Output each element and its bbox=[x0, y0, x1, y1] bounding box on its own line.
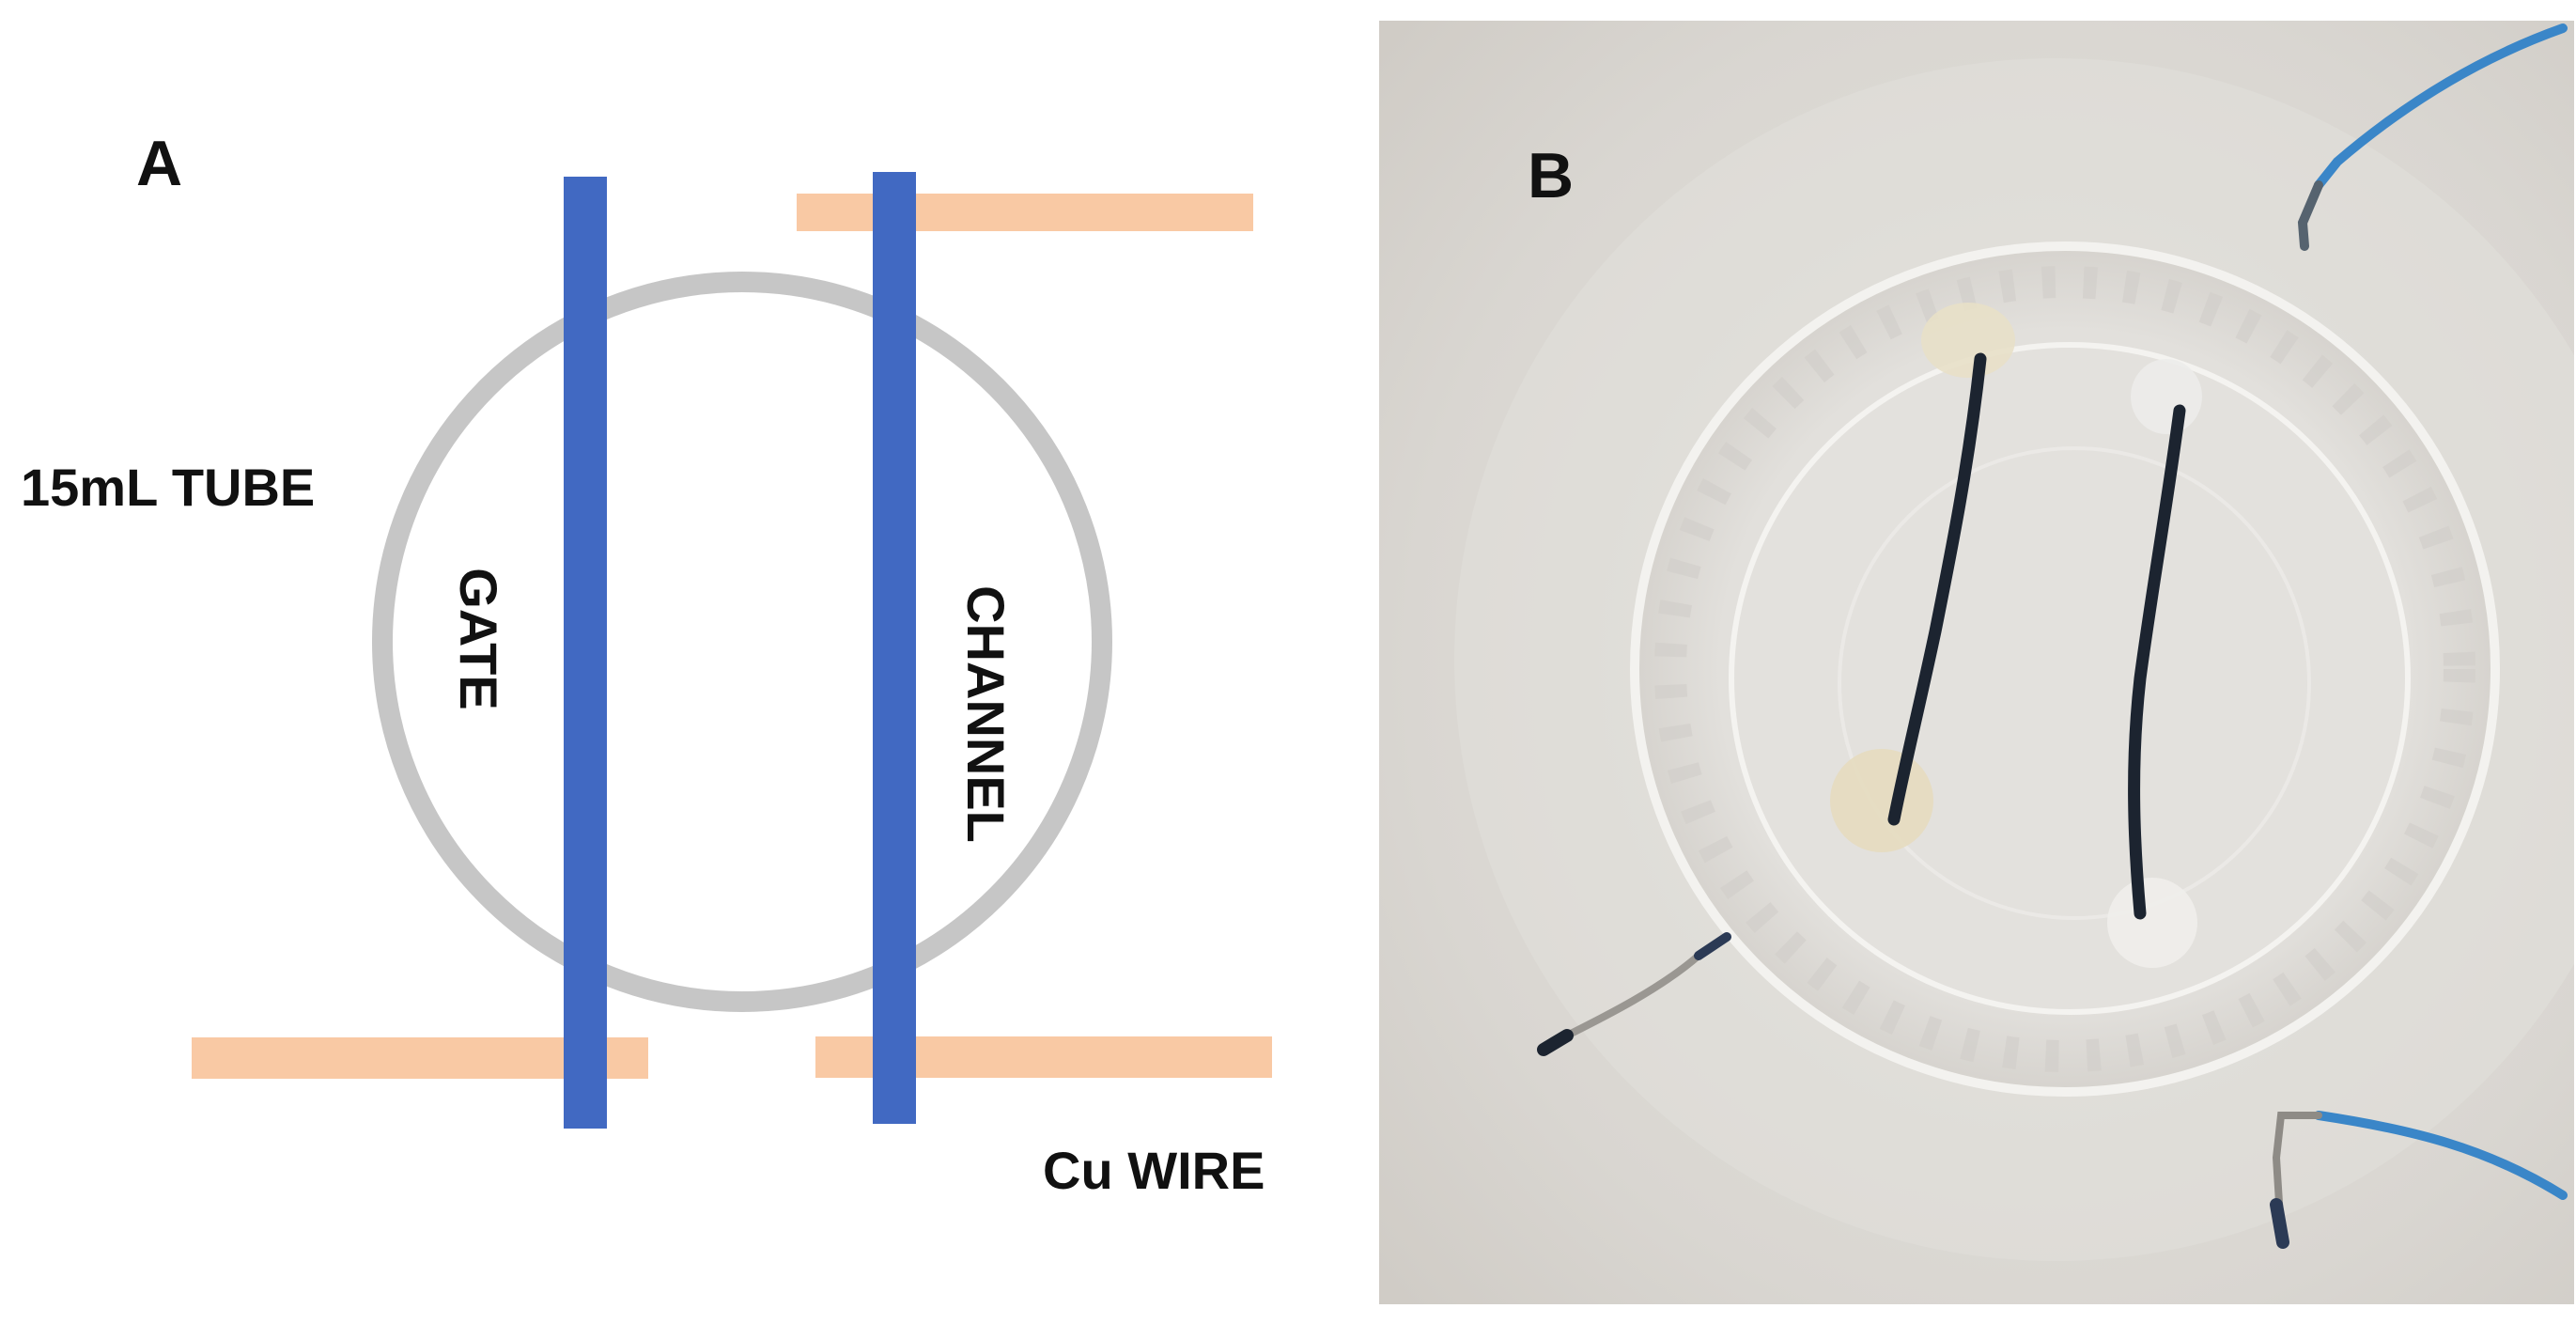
wire-label: Cu WIRE bbox=[1043, 1141, 1265, 1200]
wire-top-right bbox=[2314, 23, 2568, 190]
glue-blob-top-right bbox=[2131, 359, 2202, 434]
glue-blob-bottom-left bbox=[1830, 749, 1933, 852]
wire-bottom-left bbox=[1563, 952, 1702, 1039]
tube-inner-ring bbox=[1838, 446, 2311, 920]
wire-top-right-end bbox=[2297, 180, 2323, 251]
wire-bottom-left-tip bbox=[1537, 1029, 1574, 1056]
glue-blob-top-left bbox=[1921, 303, 2015, 378]
panel-letter-b: B bbox=[1528, 140, 1574, 211]
copper-wire-top bbox=[797, 194, 1253, 231]
tube-rim-inner bbox=[1729, 342, 2411, 1015]
panel-a-schematic: A 15mL TUBE GATE CHANNEL Cu WIRE bbox=[21, 128, 1272, 1200]
photo-svg: B bbox=[1379, 21, 2574, 1304]
schematic-svg: A 15mL TUBE GATE CHANNEL Cu WIRE bbox=[21, 128, 1272, 1200]
gate-fiber bbox=[1887, 352, 1987, 826]
channel-electrode bbox=[873, 172, 916, 1124]
tube-label: 15mL TUBE bbox=[21, 458, 315, 517]
glue-blob-bottom-right bbox=[2107, 878, 2197, 968]
tube-rim-ribs bbox=[1654, 266, 2475, 1072]
channel-label: CHANNEL bbox=[956, 585, 1016, 843]
panel-b-photo: B bbox=[1379, 21, 2574, 1304]
tube-ring bbox=[372, 272, 1112, 1012]
wire-bottom-right-strand bbox=[2272, 1112, 2322, 1237]
panel-letter-a: A bbox=[136, 128, 182, 199]
wire-bottom-left-insulation bbox=[1694, 932, 1731, 960]
wire-bottom-right bbox=[2314, 1111, 2568, 1200]
gate-electrode bbox=[564, 177, 607, 1129]
wire-bottom-right-tip bbox=[2270, 1198, 2289, 1249]
channel-fiber bbox=[2128, 404, 2186, 920]
gate-label: GATE bbox=[449, 568, 508, 709]
